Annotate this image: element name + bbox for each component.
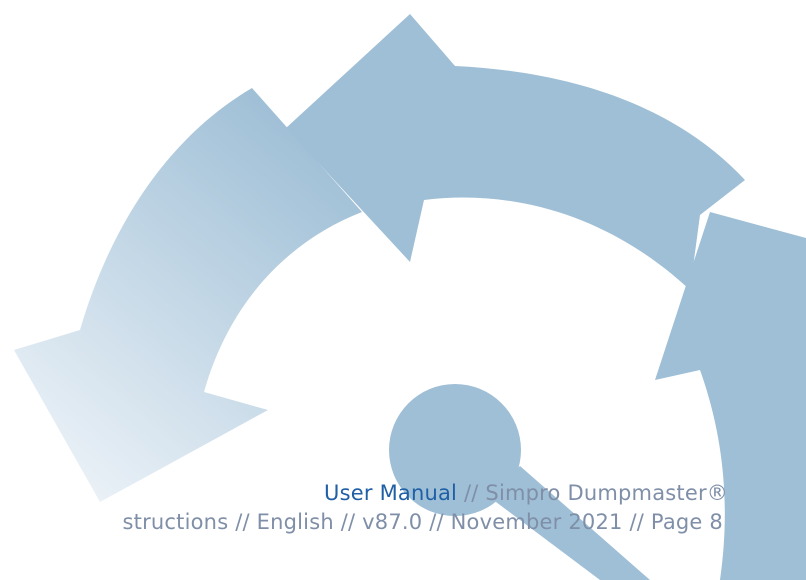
right-arrow-shape <box>655 212 806 580</box>
footer-product: Simpro Dumpmaster® <box>485 481 728 505</box>
footer-title-line: User Manual // Simpro Dumpmaster® <box>324 480 728 506</box>
left-arrow-shape <box>14 88 362 502</box>
top-arrow-shape <box>286 14 745 290</box>
footer-details-line: structions // English // v87.0 // Novemb… <box>122 510 723 534</box>
footer-doc-type: User Manual <box>324 481 458 505</box>
footer-separator: // <box>457 481 486 505</box>
lens-shape <box>389 384 521 516</box>
handle-shape <box>488 466 650 580</box>
